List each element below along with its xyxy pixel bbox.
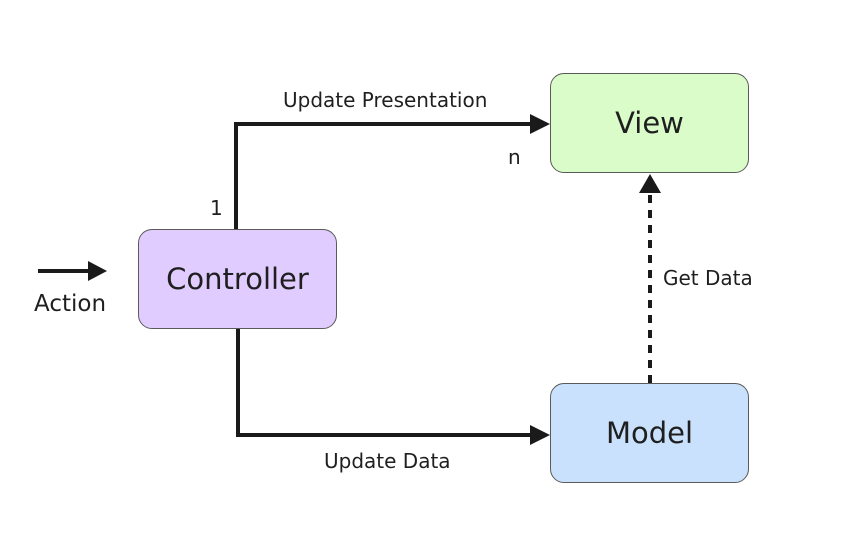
arrowhead-action: [88, 261, 107, 281]
source-multiplicity-label: 1: [210, 196, 223, 220]
action-label: Action: [34, 291, 107, 317]
arrowhead-update-data: [530, 425, 550, 445]
controller-node: Controller: [138, 229, 337, 329]
model-node: Model: [550, 383, 749, 483]
view-label: View: [615, 106, 684, 140]
controller-label: Controller: [166, 262, 309, 296]
get-data-label: Get Data: [663, 266, 753, 290]
edge-update-data: [236, 329, 532, 437]
update-presentation-label: Update Presentation: [283, 88, 488, 112]
update-data-label: Update Data: [324, 449, 451, 473]
view-node: View: [550, 73, 749, 173]
arrowhead-update-presentation: [530, 114, 550, 134]
model-label: Model: [605, 416, 694, 450]
arrowhead-get-data: [639, 174, 661, 193]
edge-update-presentation: [234, 122, 532, 230]
target-multiplicity-label: n: [508, 145, 521, 169]
